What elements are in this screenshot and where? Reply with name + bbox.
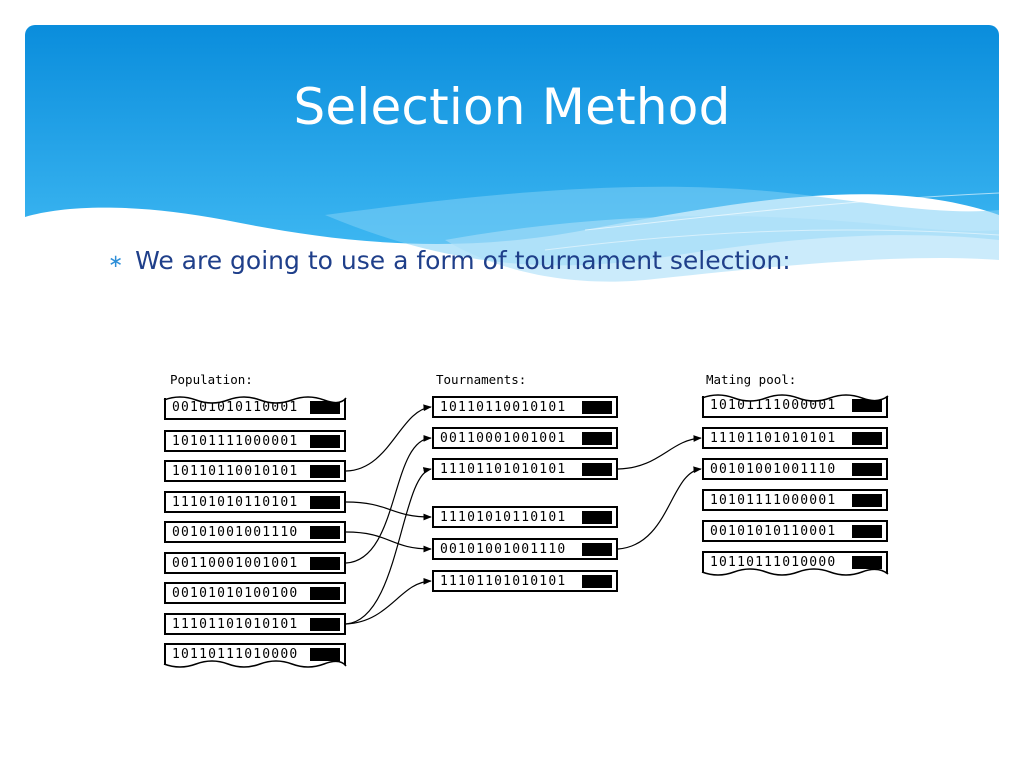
fitness-block [310, 587, 340, 600]
population-chromosome: 00101010110001 [164, 398, 346, 420]
slide-header-band [25, 25, 999, 285]
tournament-chromosome: 10110110010101 [432, 396, 618, 418]
mating-pool-chromosome: 10101111000001 [702, 489, 888, 511]
fitness-block [852, 494, 882, 507]
mating-pool-chromosome: 00101001001110 [702, 458, 888, 480]
mating-pool-chromosome: 10110111010000 [702, 551, 888, 573]
tournament-chromosome: 11101010110101 [432, 506, 618, 528]
header-wave-graphic [25, 25, 999, 282]
fitness-block [310, 648, 340, 661]
fitness-block [852, 463, 882, 476]
fitness-block [852, 525, 882, 538]
population-chromosome: 10110111010000 [164, 643, 346, 665]
mating-pool-chromosome: 10101111000001 [702, 396, 888, 418]
population-chromosome: 11101101010101 [164, 613, 346, 635]
fitness-block [582, 432, 612, 445]
arrow-pop6-to-t2 [345, 435, 432, 564]
tournament-selection-diagram: Population: Tournaments: Mating pool: 00… [150, 360, 900, 680]
tournament-chromosome: 00110001001001 [432, 427, 618, 449]
fitness-block [310, 465, 340, 478]
fitness-block [582, 463, 612, 476]
fitness-block [582, 401, 612, 414]
fitness-block [852, 399, 882, 412]
arrow-t3-to-mp2 [617, 435, 702, 470]
fitness-block [310, 526, 340, 539]
fitness-block [310, 618, 340, 631]
population-chromosome: 00101001001110 [164, 521, 346, 543]
arrow-pop8-to-t3 [345, 467, 432, 625]
arrow-pop8-to-t6 [345, 577, 432, 625]
tournaments-label: Tournaments: [436, 372, 527, 387]
fitness-block [582, 543, 612, 556]
arrow-pop3-to-t1 [345, 404, 432, 472]
fitness-block [852, 556, 882, 569]
population-chromosome: 10110110010101 [164, 460, 346, 482]
fitness-block [310, 496, 340, 509]
mating-pool-chromosome: 11101101010101 [702, 427, 888, 449]
fitness-block [310, 401, 340, 414]
bullet-text: We are going to use a form of tournament… [135, 246, 791, 275]
slide-title: Selection Method [293, 78, 731, 136]
fitness-block [310, 435, 340, 448]
fitness-block [310, 557, 340, 570]
mating-pool-label: Mating pool: [706, 372, 797, 387]
fitness-block [582, 575, 612, 588]
population-label: Population: [170, 372, 253, 387]
arrow-t5-to-mp3 [617, 466, 702, 550]
fitness-block [852, 432, 882, 445]
population-chromosome: 10101111000001 [164, 430, 346, 452]
tournament-chromosome: 11101101010101 [432, 458, 618, 480]
fitness-block [582, 511, 612, 524]
asterisk-bullet-icon: ∗ [108, 251, 124, 272]
population-chromosome: 11101010110101 [164, 491, 346, 513]
tournament-chromosome: 00101001001110 [432, 538, 618, 560]
arrow-pop5-to-t5 [345, 531, 432, 553]
population-chromosome: 00101010100100 [164, 582, 346, 604]
tournament-chromosome: 11101101010101 [432, 570, 618, 592]
mating-pool-chromosome: 00101010110001 [702, 520, 888, 542]
arrow-pop4-to-t4 [345, 501, 432, 521]
population-chromosome: 00110001001001 [164, 552, 346, 574]
bullet-item: ∗ We are going to use a form of tourname… [108, 246, 791, 275]
